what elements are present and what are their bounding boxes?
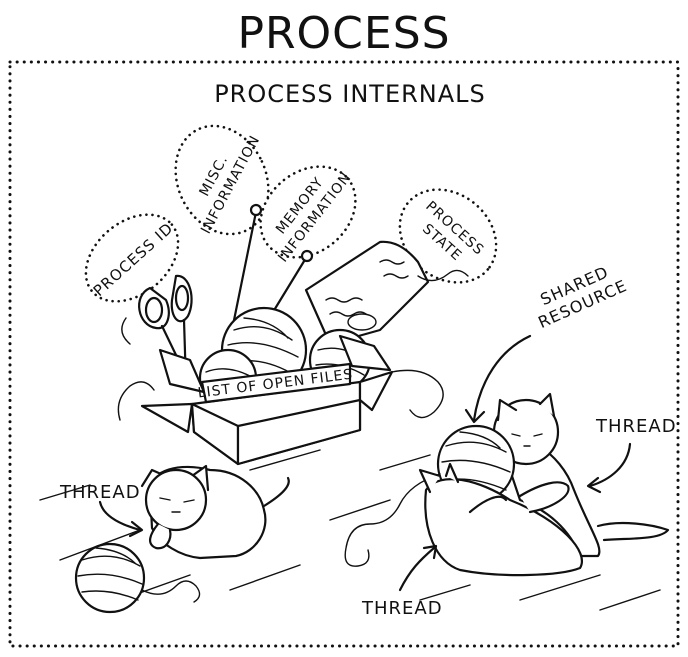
thread-label-right: THREAD [595,416,677,437]
thread-label-left: THREAD [59,482,141,503]
thread-left-arrowhead [128,520,144,538]
thread-right-arrowhead [586,476,602,494]
page-title: PROCESS [237,8,450,59]
shared-resource-arrowhead [464,408,486,424]
thread-right-arrow [588,442,632,488]
thread-bottom-arrowhead [422,544,438,560]
yarn-strands [117,317,444,421]
paper-strip-icon [304,240,469,346]
thread-label-bottom: THREAD [361,598,443,619]
bubble-misc-information: MISC. INFORMATION [174,124,270,237]
shared-resource-arrow [472,334,532,422]
cat-left-icon [140,464,290,560]
cat-right-lying-icon [418,462,583,577]
thread-left-arrow [98,500,142,532]
thread-bottom-arrow [398,546,436,592]
shared-resource-label: SHARED RESOURCE [535,262,630,332]
scissors-icon [138,274,193,386]
box-icon [140,334,394,466]
dotted-frame [8,60,680,648]
yarn-ball-left-icon [74,542,201,614]
section-title: PROCESS INTERNALS [214,80,486,108]
